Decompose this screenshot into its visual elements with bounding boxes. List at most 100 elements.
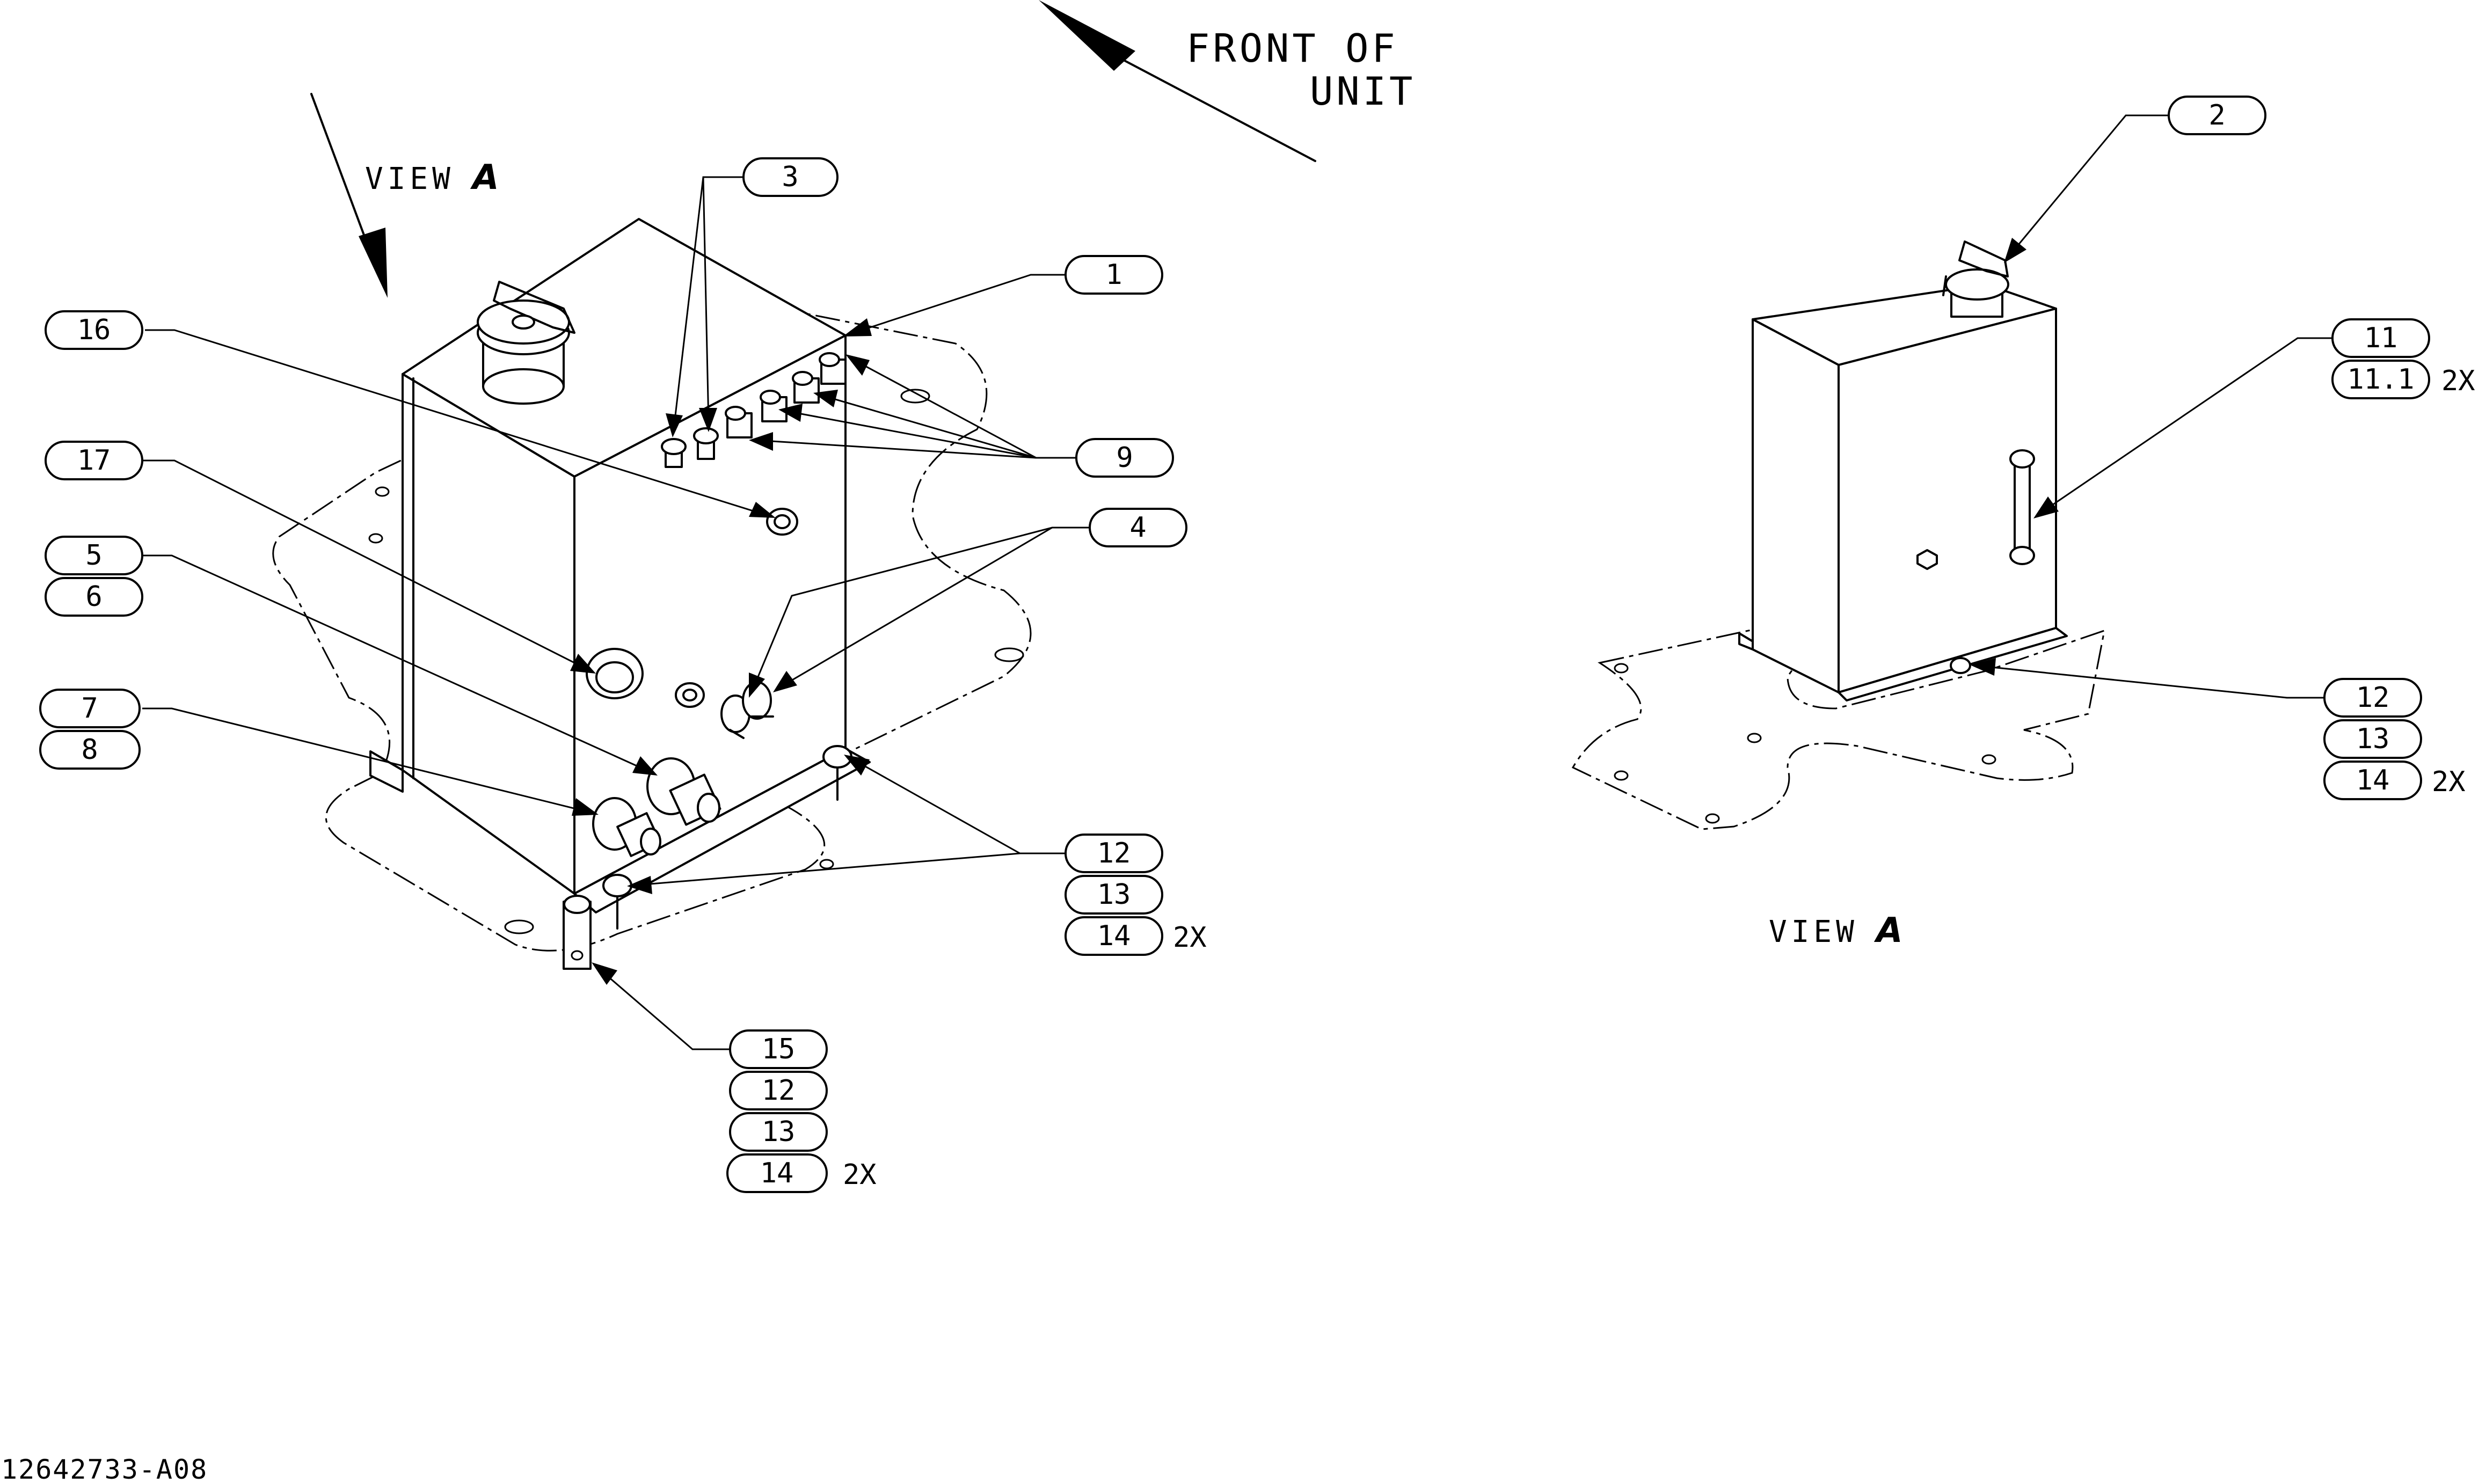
leader-12-right xyxy=(1975,664,2324,699)
view-a-mounting-plate xyxy=(1571,627,2105,830)
view-a-bottom-word: VIEW xyxy=(1769,915,1858,949)
arrow-4b xyxy=(773,671,797,692)
leader-9d xyxy=(754,439,1037,459)
sight-gauge-bolt xyxy=(2009,449,2035,469)
fittings-group-9 xyxy=(725,352,847,438)
view-a-arrow-shaft xyxy=(310,93,371,253)
elbow-fitting-nut xyxy=(693,427,719,444)
svg-text:16: 16 xyxy=(77,314,111,346)
bracket-hole xyxy=(571,950,584,961)
arrow-7 xyxy=(572,798,599,816)
front-of-unit-note: FRONT OF UNIT xyxy=(1039,0,1412,162)
leader-16 xyxy=(145,329,771,517)
qty-14-bottom: 2X xyxy=(843,1159,877,1191)
arrow-12-main-a xyxy=(844,755,870,776)
arrow-2 xyxy=(2004,238,2026,263)
view-a-arrowhead xyxy=(359,228,388,298)
leader-12-main-b xyxy=(630,852,1020,887)
view-a-word: VIEW xyxy=(365,162,455,196)
tee-fitting-nut xyxy=(760,390,781,405)
plate-slot xyxy=(900,389,930,404)
view-a-sight-gauge xyxy=(2009,449,2035,565)
arrow-4a xyxy=(749,672,765,698)
balloon-13-main: 13 xyxy=(1065,875,1163,915)
svg-text:13: 13 xyxy=(2356,723,2390,755)
mounting-plate-outline xyxy=(272,299,1032,952)
balloon-11: 11 xyxy=(2331,318,2430,358)
leader-9 xyxy=(848,356,1076,459)
plug-16 xyxy=(766,508,798,536)
arrow-3b xyxy=(699,408,717,432)
svg-text:3: 3 xyxy=(782,161,798,193)
svg-text:15: 15 xyxy=(762,1033,796,1065)
leader-11 xyxy=(2037,337,2332,516)
front-of-unit-line1: FRONT OF xyxy=(1186,26,1398,71)
qty-14-right: 2X xyxy=(2432,766,2466,798)
svg-text:8: 8 xyxy=(81,734,98,766)
balloon-17: 17 xyxy=(45,441,143,480)
balloon-8: 8 xyxy=(39,730,141,770)
balloon-11-1: 11.1 xyxy=(2331,360,2430,399)
plug-inner xyxy=(682,689,697,701)
plate-hole xyxy=(375,486,390,497)
svg-text:11: 11 xyxy=(2364,322,2398,354)
svg-text:14: 14 xyxy=(760,1157,794,1189)
plate-slot xyxy=(994,647,1024,662)
plate-slot xyxy=(504,919,534,934)
balloon-12-bottom: 12 xyxy=(729,1071,828,1110)
arrow-9b xyxy=(813,390,838,407)
front-of-unit-arrow xyxy=(1039,0,1135,71)
leader-17 xyxy=(142,459,591,672)
arrow-9d xyxy=(749,432,773,451)
plug-inner xyxy=(774,514,791,529)
balloon-5: 5 xyxy=(45,536,143,575)
tee-fitting-nut xyxy=(725,406,746,421)
qty-14-main: 2X xyxy=(1173,922,1207,954)
balloons: 16 17 5 6 7 8 3 1 9 4 12 13 14 2X 15 12 … xyxy=(39,96,2475,1193)
filler-cap-center xyxy=(512,315,535,330)
bracket-15 xyxy=(563,895,592,970)
leader-12-main xyxy=(848,756,1066,854)
view-a-plate-hole xyxy=(1614,770,1629,781)
plug-small xyxy=(675,682,705,708)
plate-hole xyxy=(368,533,383,544)
svg-text:5: 5 xyxy=(85,539,102,572)
balloon-14-right: 14 xyxy=(2323,761,2422,800)
balloon-2: 2 xyxy=(2168,96,2266,135)
balloon-1: 1 xyxy=(1065,255,1163,295)
leader-9b xyxy=(818,393,1037,459)
arrow-17 xyxy=(570,654,596,674)
view-a-letter: A xyxy=(470,158,499,198)
svg-text:9: 9 xyxy=(1116,442,1133,474)
svg-text:17: 17 xyxy=(77,444,111,477)
arrow-15 xyxy=(592,962,617,985)
arrow-12-main-b xyxy=(627,876,652,894)
view-a-tank-front xyxy=(1752,318,1840,693)
leader-lines xyxy=(142,114,2332,1050)
balloon-3: 3 xyxy=(742,157,839,197)
view-a-plate-hole xyxy=(1705,813,1720,824)
view-a-tank-foot xyxy=(1738,632,1754,650)
qty-11-1: 2X xyxy=(2441,365,2475,397)
view-a-bottom-letter: A xyxy=(1873,911,1903,951)
arrow-3a xyxy=(666,413,683,437)
filler-cap-handle xyxy=(493,281,575,334)
tee-fitting-nut xyxy=(792,371,813,386)
filler-neck-rim xyxy=(482,368,565,405)
leader-2 xyxy=(2007,114,2169,258)
sight-gauge-bolt xyxy=(2009,546,2035,565)
bracket-bolt xyxy=(563,895,591,914)
arrow-16 xyxy=(749,502,776,518)
elbow-fitting-4-outlet xyxy=(729,715,774,739)
leader-5 xyxy=(142,554,653,774)
port-17 xyxy=(586,648,644,699)
elbow-fitting-nut xyxy=(661,438,687,455)
leader-4 xyxy=(750,527,1090,693)
view-a-plate-hole xyxy=(1747,733,1762,743)
fittings-group-5-6 xyxy=(646,757,721,826)
svg-text:4: 4 xyxy=(1129,511,1146,544)
balloon-12-main: 12 xyxy=(1065,834,1163,873)
arrow-9c xyxy=(778,404,803,422)
balloon-6: 6 xyxy=(45,577,143,617)
